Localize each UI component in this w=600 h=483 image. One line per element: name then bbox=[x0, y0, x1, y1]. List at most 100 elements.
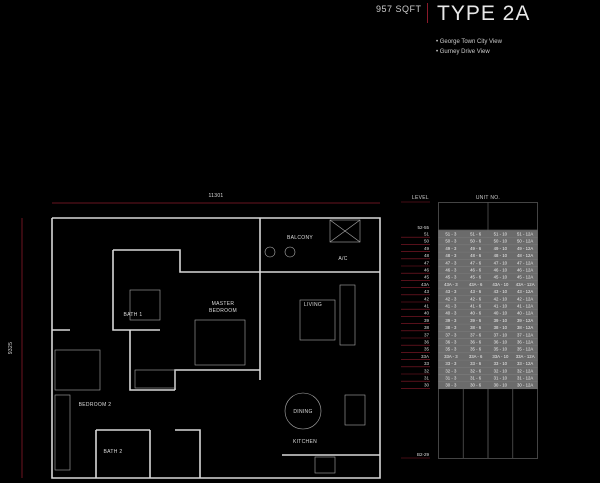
unit-cell: 40 - 6 bbox=[470, 311, 482, 316]
unit-cell: 37 - 12A bbox=[517, 332, 533, 337]
level-label: 40 bbox=[424, 311, 430, 316]
unit-cell: 45 - 10 bbox=[494, 275, 508, 280]
level-label: 47 bbox=[424, 260, 430, 265]
unit-cell: 47 - 10 bbox=[494, 260, 508, 265]
unit-cell: 41 - 12A bbox=[517, 304, 533, 309]
room-balcony: BALCONY bbox=[287, 235, 313, 241]
unit-cell: 35 - 12A bbox=[517, 347, 533, 352]
level-label: 39 bbox=[424, 318, 430, 323]
unit-cell: 31 - 6 bbox=[470, 376, 482, 381]
unit-cell: 33 - 6 bbox=[470, 361, 482, 366]
unit-cell: 47 - 6 bbox=[470, 260, 482, 265]
unit-cell: 35 - 3 bbox=[445, 347, 457, 352]
unit-cell: 40 - 12A bbox=[517, 311, 533, 316]
unit-cell: 43 - 6 bbox=[470, 289, 482, 294]
room-living: LIVING bbox=[304, 302, 322, 308]
unit-cell: 43A - 10 bbox=[492, 282, 509, 287]
level-label: 38 bbox=[424, 325, 430, 330]
level-label: 42 bbox=[424, 296, 430, 301]
level-bottom: B2-29 bbox=[417, 452, 430, 457]
unit-cell: 48 - 10 bbox=[494, 253, 508, 258]
level-label: 49 bbox=[424, 246, 430, 251]
unit-cell: 50 - 12A bbox=[517, 239, 533, 244]
unit-cell: 32 - 3 bbox=[445, 368, 457, 373]
room-bath-1: BATH 1 bbox=[124, 312, 143, 318]
level-label: 46 bbox=[424, 268, 430, 273]
view-item: • Gurney Drive View bbox=[436, 49, 490, 55]
unit-cell: 43A - 6 bbox=[469, 282, 483, 287]
unit-cell: 37 - 10 bbox=[494, 332, 508, 337]
unit-cell: 41 - 10 bbox=[494, 304, 508, 309]
unit-cell: 50 - 6 bbox=[470, 239, 482, 244]
walls bbox=[51, 217, 381, 479]
unit-cell: 31 - 3 bbox=[445, 376, 457, 381]
unit-cell: 50 - 10 bbox=[494, 239, 508, 244]
level-label: 43A bbox=[421, 282, 429, 287]
unit-cell: 47 - 3 bbox=[445, 260, 457, 265]
room-kitchen: KITCHEN bbox=[293, 439, 317, 445]
unit-cell: 37 - 6 bbox=[470, 332, 482, 337]
unit-cell: 37 - 3 bbox=[445, 332, 457, 337]
room-bedroom-2: BEDROOM 2 bbox=[79, 402, 112, 408]
unit-cell: 33A - 12A bbox=[516, 354, 535, 359]
unit-cell: 42 - 6 bbox=[470, 296, 482, 301]
unit-cell: 38 - 12A bbox=[517, 325, 533, 330]
unit-cell: 36 - 3 bbox=[445, 340, 457, 345]
unit-cell: 38 - 6 bbox=[470, 325, 482, 330]
level-label: 41 bbox=[424, 304, 430, 309]
unit-cell: 46 - 10 bbox=[494, 268, 508, 273]
unit-cell: 39 - 10 bbox=[494, 318, 508, 323]
unit-cell: 39 - 12A bbox=[517, 318, 533, 323]
unit-cell: 51 - 12A bbox=[517, 232, 533, 237]
unit-cell: 32 - 10 bbox=[494, 368, 508, 373]
unit-cell: 46 - 3 bbox=[445, 268, 457, 273]
level-label: 43 bbox=[424, 289, 430, 294]
unit-cell: 45 - 3 bbox=[445, 275, 457, 280]
unit-cell: 41 - 3 bbox=[445, 304, 457, 309]
unit-cell: 36 - 10 bbox=[494, 340, 508, 345]
unit-cell: 41 - 6 bbox=[470, 304, 482, 309]
room-master-bedroom-2: BEDROOM bbox=[209, 308, 237, 314]
unit-cell: 46 - 12A bbox=[517, 268, 533, 273]
unit-cell: 49 - 12A bbox=[517, 246, 533, 251]
unit-cell: 43 - 3 bbox=[445, 289, 457, 294]
level-label: 33A bbox=[421, 354, 429, 359]
unit-cell: 30 - 10 bbox=[494, 383, 508, 388]
unit-cell: 48 - 12A bbox=[517, 253, 533, 258]
unit-cell: 49 - 6 bbox=[470, 246, 482, 251]
unit-cell: 50 - 3 bbox=[445, 239, 457, 244]
room-dining: DINING bbox=[293, 409, 312, 415]
unit-cell: 31 - 10 bbox=[494, 376, 508, 381]
unit-cell: 35 - 10 bbox=[494, 347, 508, 352]
unit-cell: 33 - 3 bbox=[445, 361, 457, 366]
level-top: 52-55 bbox=[417, 225, 429, 230]
unit-area: 957 SQFT bbox=[376, 4, 422, 14]
unit-cell: 33 - 12A bbox=[517, 361, 533, 366]
unit-cell: 43 - 12A bbox=[517, 289, 533, 294]
unit-cell: 33A - 10 bbox=[492, 354, 509, 359]
unit-cell: 40 - 3 bbox=[445, 311, 457, 316]
level-label: 50 bbox=[424, 239, 430, 244]
level-header: LEVEL bbox=[412, 195, 429, 201]
unit-cell: 32 - 12A bbox=[517, 368, 533, 373]
furniture bbox=[54, 219, 366, 474]
unit-type-title: TYPE 2A bbox=[437, 2, 531, 25]
unit-cell: 51 - 10 bbox=[494, 232, 508, 237]
height-dimension: 9325 bbox=[8, 342, 14, 354]
title-divider bbox=[427, 3, 428, 23]
level-label: 37 bbox=[424, 332, 430, 337]
room-master-bedroom: MASTER bbox=[212, 301, 235, 307]
unit-header: UNIT NO. bbox=[476, 195, 500, 201]
unit-cell: 39 - 6 bbox=[470, 318, 482, 323]
view-item: • George Town City View bbox=[436, 39, 502, 45]
unit-cell: 46 - 6 bbox=[470, 268, 482, 273]
level-label: 51 bbox=[424, 232, 430, 237]
level-label: 31 bbox=[424, 376, 430, 381]
unit-cell: 48 - 3 bbox=[445, 253, 457, 258]
unit-cell: 43A - 12A bbox=[516, 282, 535, 287]
level-label: 35 bbox=[424, 347, 430, 352]
unit-cell: 43 - 10 bbox=[494, 289, 508, 294]
unit-cell: 30 - 3 bbox=[445, 383, 457, 388]
level-label: 36 bbox=[424, 340, 430, 345]
